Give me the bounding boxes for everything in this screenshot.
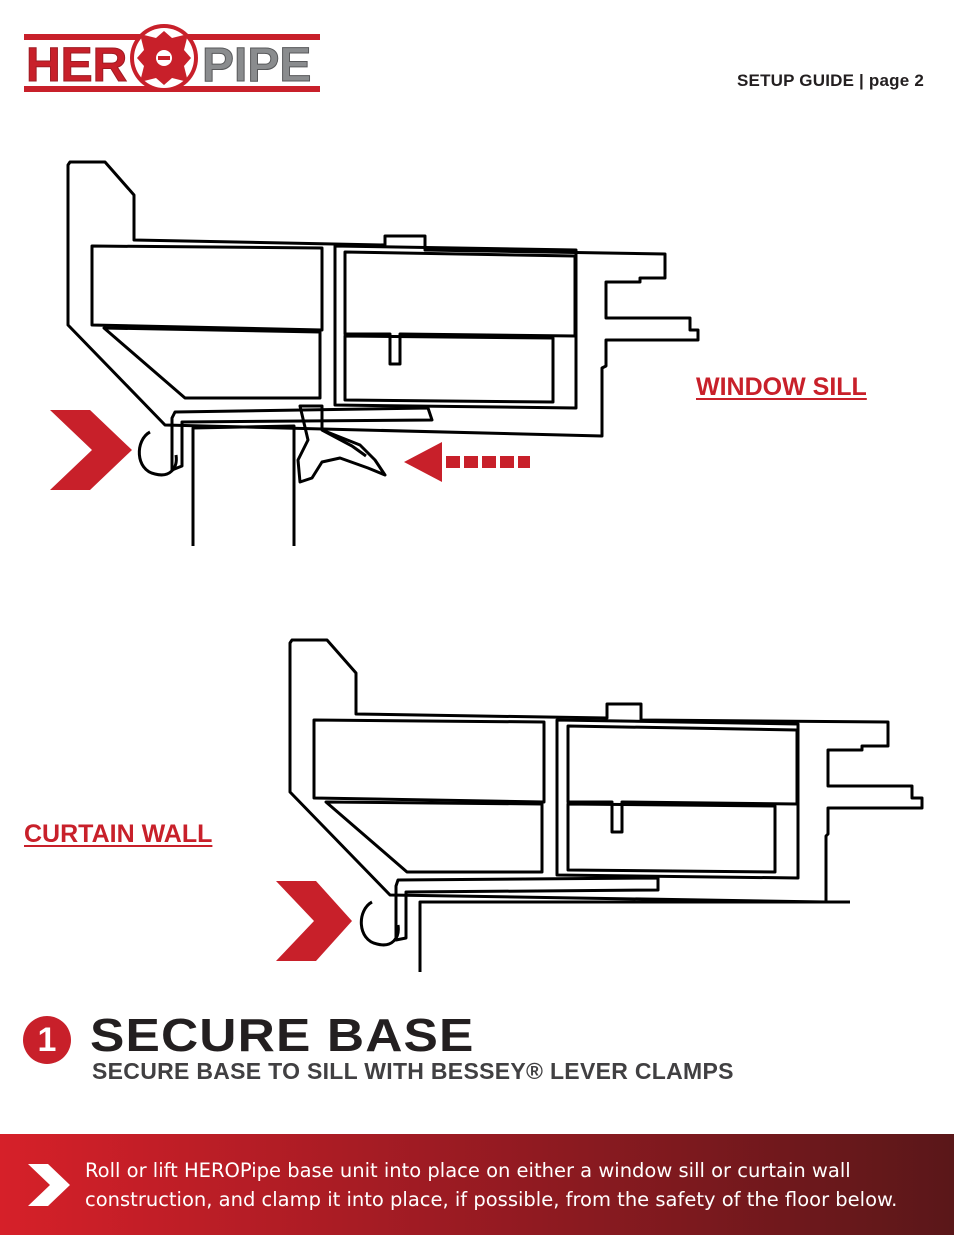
window-sill-diagram: [50, 160, 700, 546]
chevron-right-icon: [50, 410, 132, 490]
curtain-wall-diagram: [276, 638, 924, 972]
step-number-badge: 1: [23, 1016, 71, 1064]
heropipe-logo: HER PIPE: [24, 24, 320, 93]
logo-text-right: PIPE: [202, 39, 311, 92]
arrow-left-icon: [404, 442, 530, 482]
chevron-right-icon: [276, 881, 352, 961]
step-title: SECURE BASE: [90, 1009, 475, 1061]
instruction-text: Roll or lift HEROPipe base unit into pla…: [85, 1159, 898, 1211]
window-sill-callout: WINDOW SILL: [696, 373, 867, 401]
curtain-wall-callout: CURTAIN WALL: [24, 820, 213, 848]
logo-text-left: HER: [26, 39, 127, 92]
step-subtitle: SECURE BASE TO SILL WITH BESSEY® LEVER C…: [92, 1058, 734, 1084]
chevron-right-icon: [28, 1164, 70, 1206]
instruction-banner: Roll or lift HEROPipe base unit into pla…: [0, 1134, 954, 1235]
maltese-cross-icon: [130, 24, 198, 92]
page-label: SETUP GUIDE | page 2: [737, 71, 924, 90]
